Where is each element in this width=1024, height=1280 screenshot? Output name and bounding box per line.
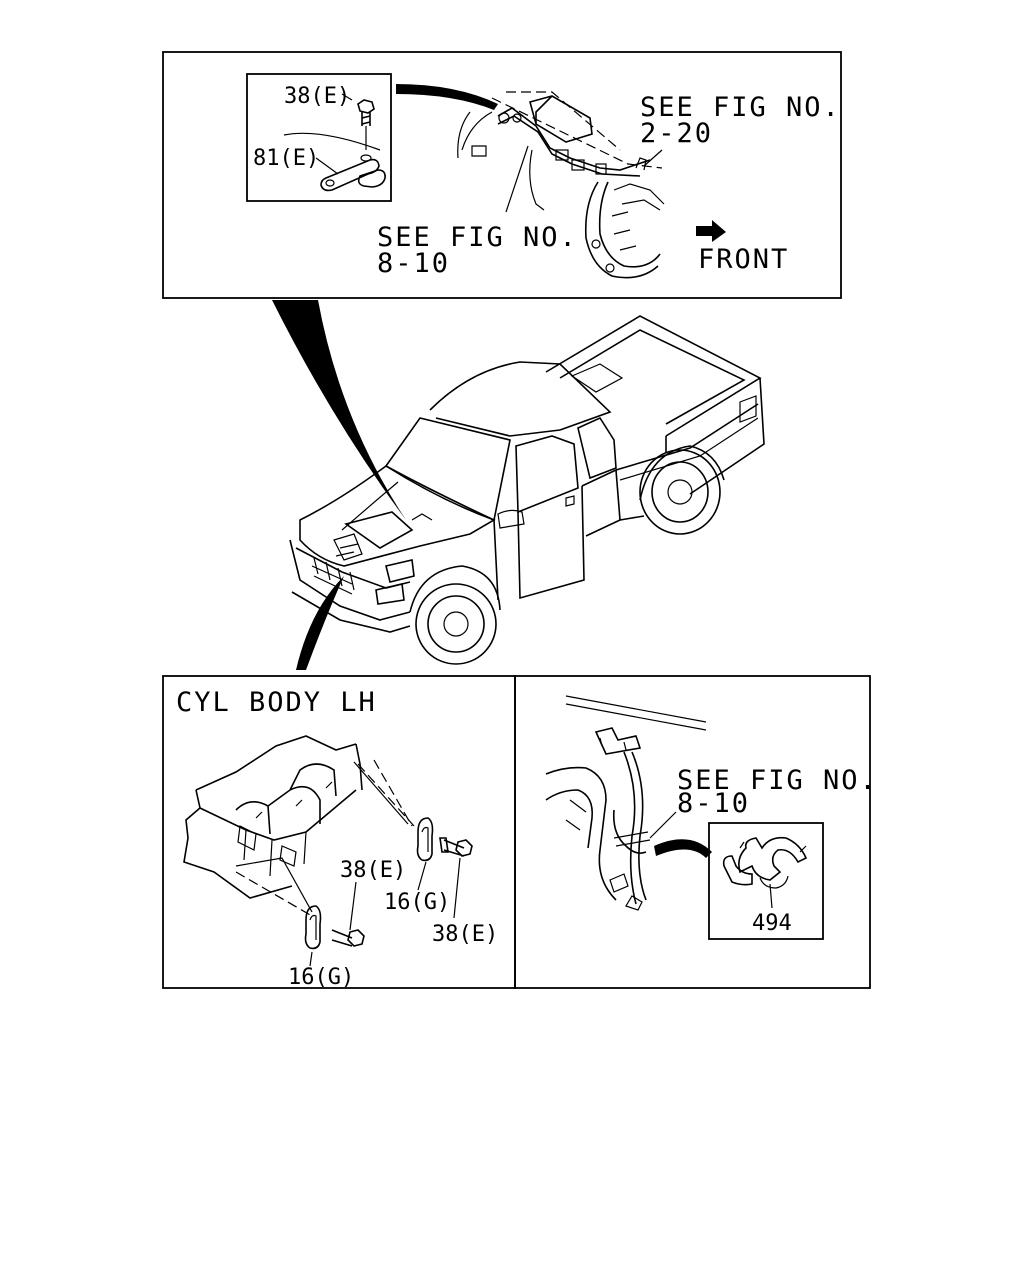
leader-inset-bracket (315, 157, 339, 175)
inset-pointer-arrow (396, 84, 498, 110)
see-fig-8-10-bottom-line1: SEE FIG NO. (677, 765, 878, 796)
callout-494: 494 (752, 911, 792, 936)
bolt-38e-right-drawing (439, 837, 473, 857)
top-panel: 38(E) 81(E) (162, 51, 842, 299)
engine-harness-drawing (457, 91, 665, 279)
bolt-38e-drawing (357, 99, 375, 150)
bracket-81e-drawing (283, 132, 386, 192)
leader-16g-bottom (309, 951, 313, 967)
front-label: FRONT (698, 244, 789, 275)
inset-frame (246, 73, 392, 202)
bolt-bracket-inset: 38(E) 81(E) (246, 73, 392, 202)
callout-16g-right: 16(G) (384, 890, 450, 915)
leader-16g-right (417, 861, 427, 891)
leader-494 (769, 883, 773, 909)
callout-16g-bottom: 16(G) (288, 965, 354, 990)
clip-494-inset-frame (708, 822, 824, 940)
cyl-body-lh-title: CYL BODY LH (176, 687, 377, 718)
front-arrow-icon (696, 220, 726, 242)
callout-38e-right: 38(E) (432, 922, 498, 947)
bottom-right-panel-frame (514, 675, 871, 989)
leader-38e-center (349, 881, 357, 931)
callout-38e-inset: 38(E) (284, 84, 350, 109)
leader-inset-bolt (341, 93, 353, 101)
leader-38e-right (453, 857, 461, 919)
bottom-right-panel: SEE FIG NO. 8-10 494 (514, 675, 878, 989)
see-fig-2-20-line1: SEE FIG NO. (640, 92, 841, 123)
top-pointer-wedge (272, 300, 406, 520)
detail-pointer-arrow (654, 839, 712, 858)
leader-see-fig-8-10-top (505, 145, 529, 213)
harness-routing-drawing (545, 695, 707, 911)
bottom-left-panel: CYL BODY LH (162, 675, 516, 990)
clip-16g-right-drawing (416, 817, 434, 862)
see-fig-8-10-top-line1: SEE FIG NO. (377, 222, 578, 253)
leader-see-fig-8-10-bottom (649, 811, 677, 839)
see-fig-2-20-line2: 2-20 (640, 118, 713, 149)
bottom-pointer-wedge (296, 576, 344, 670)
callout-81e-inset: 81(E) (253, 146, 319, 171)
bolt-38e-center-drawing (331, 929, 365, 947)
clip-16g-bottom-drawing (304, 905, 322, 950)
clip-494-detail: 494 (708, 822, 824, 940)
see-fig-8-10-bottom-line2: 8-10 (677, 788, 750, 819)
see-fig-8-10-top-line2: 8-10 (377, 248, 450, 279)
callout-38e-center: 38(E) (340, 858, 406, 883)
pickup-truck-drawing (289, 315, 765, 665)
cylinder-block-drawing (183, 735, 415, 917)
clip-494-drawing (722, 836, 808, 889)
top-panel-frame (162, 51, 842, 299)
